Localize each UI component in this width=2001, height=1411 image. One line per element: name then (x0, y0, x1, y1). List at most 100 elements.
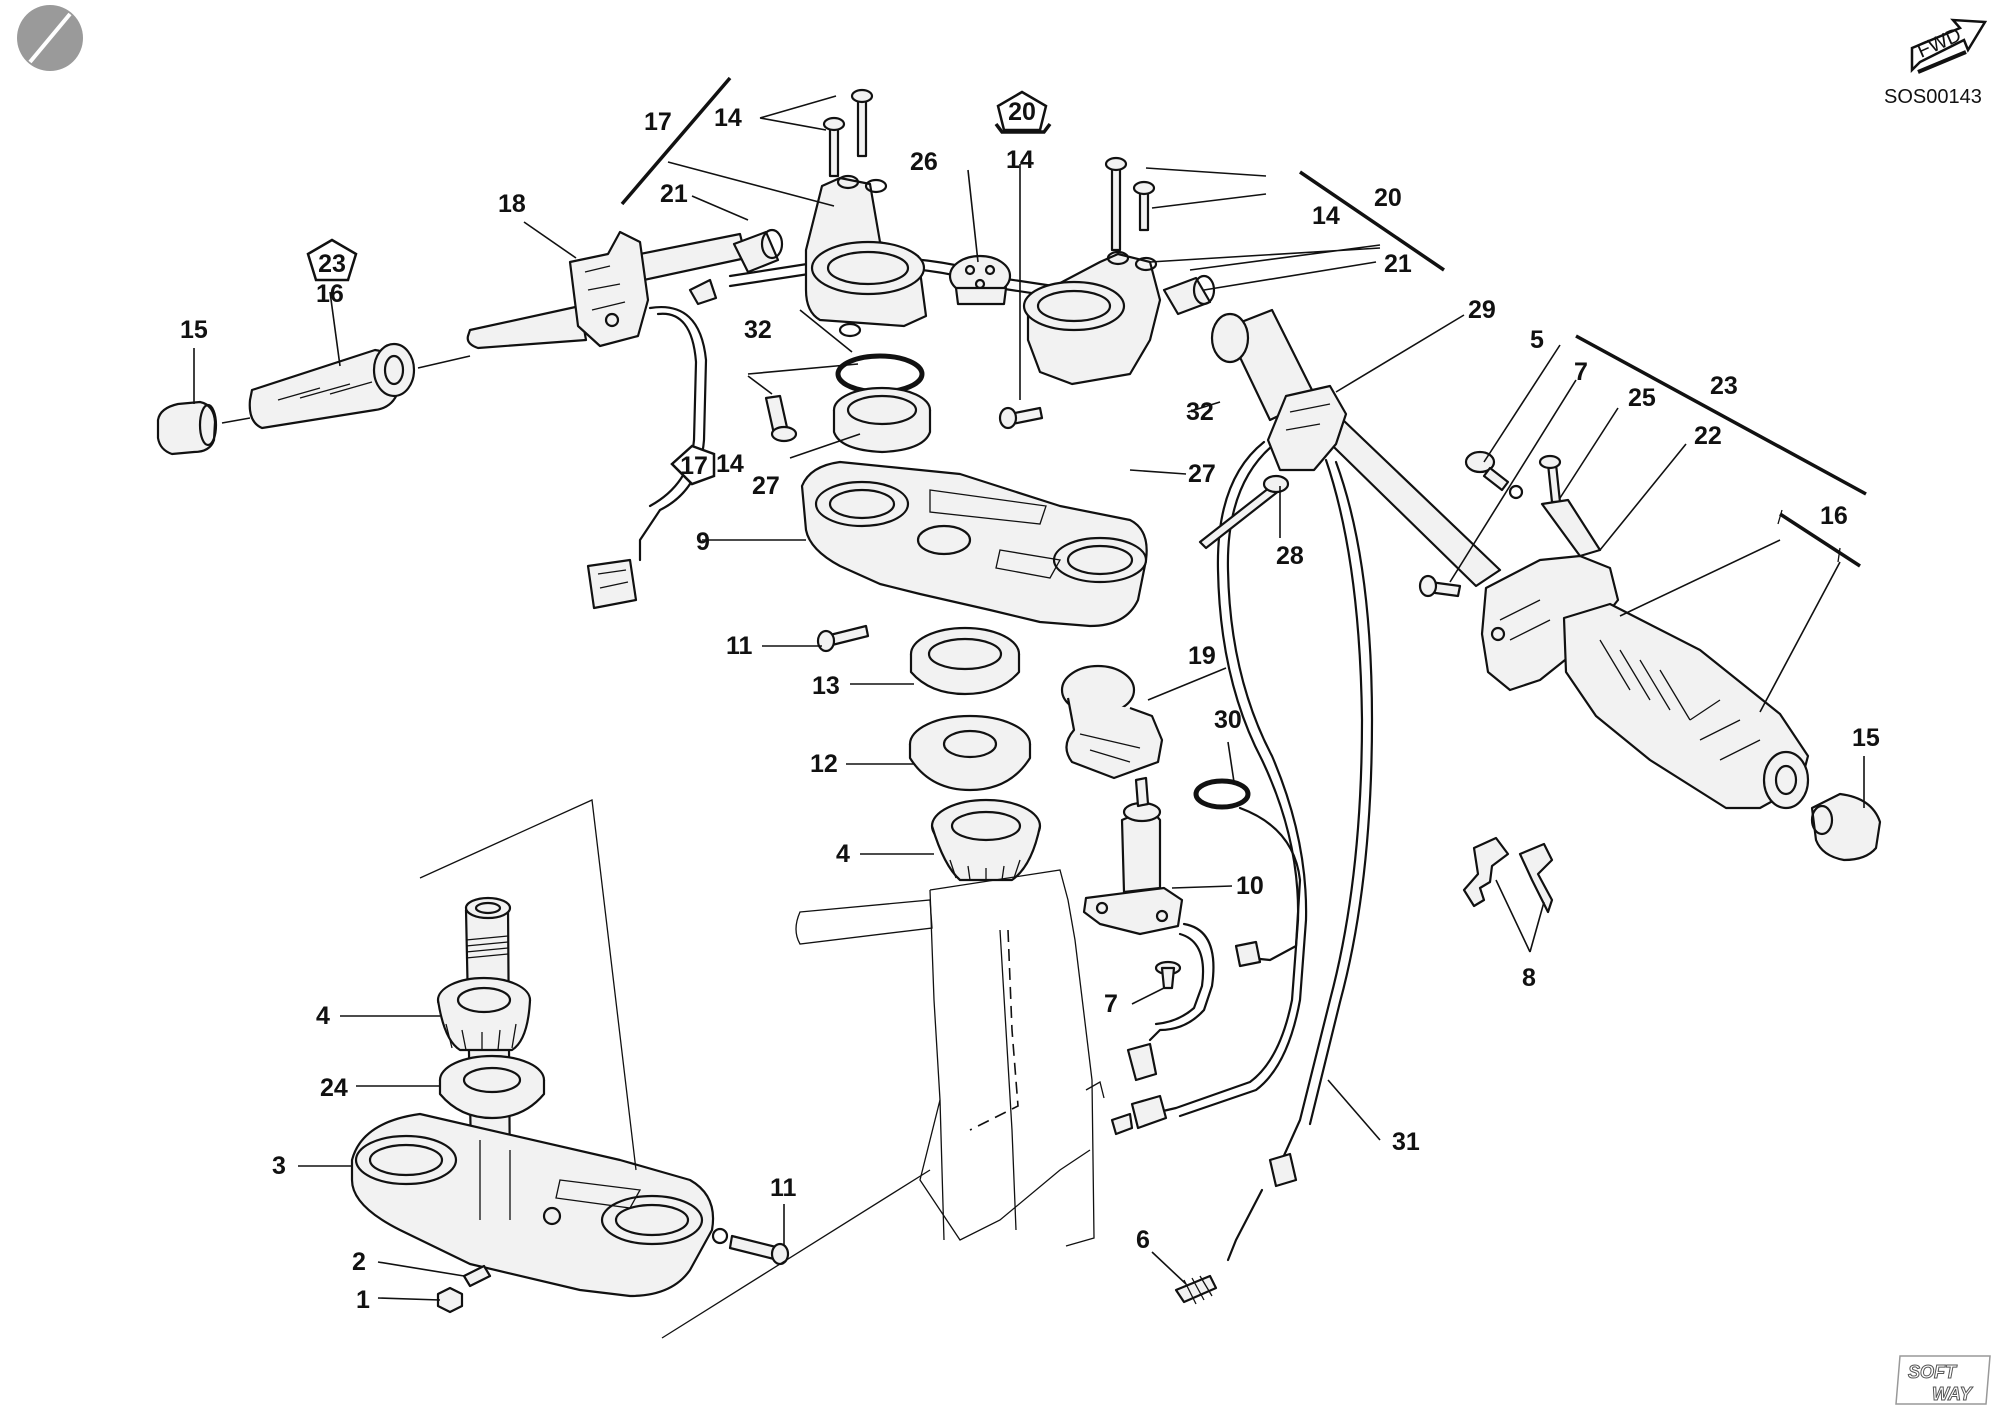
left-clamp-screws (822, 88, 874, 178)
label-3: 3 (272, 1152, 286, 1180)
svg-text:23: 23 (318, 250, 346, 278)
right-bar-cap-small (1162, 274, 1216, 316)
lower-assembly-guide (419, 799, 637, 1171)
ring-nut-13 (909, 626, 1021, 696)
label-14-left-top: 14 (714, 104, 742, 132)
top-yoke-9 (800, 460, 1148, 628)
label-20: 20 (1374, 184, 1402, 212)
label-21-right: 21 (1384, 250, 1412, 278)
svg-text:WAY: WAY (1932, 1384, 1974, 1404)
label-14-right: 14 (1312, 202, 1340, 230)
screw-14-left-lower (764, 394, 798, 443)
pentagon-badge-20: 20 (996, 90, 1048, 132)
svg-text:17: 17 (680, 452, 708, 480)
right-switch-housing-29 (1266, 384, 1348, 472)
bolt-11-upper (816, 624, 870, 653)
pentagon-badge-23: 23 (306, 238, 358, 282)
label-19: 19 (1188, 642, 1216, 670)
drawing-code: SOS00143 (1884, 86, 1982, 108)
label-22: 22 (1694, 422, 1722, 450)
label-31: 31 (1392, 1128, 1420, 1156)
corner-dot-icon (17, 5, 83, 71)
label-2: 2 (352, 1248, 366, 1276)
label-9: 9 (696, 528, 710, 556)
bracket-17 (620, 76, 732, 206)
label-25: 25 (1628, 384, 1656, 412)
left-end-cap (156, 400, 218, 456)
clutch-cable-adjuster-5 (1464, 450, 1524, 500)
ignition-wiring (1126, 922, 1215, 1082)
label-32-left: 32 (744, 316, 772, 344)
svg-text:SOFT: SOFT (1908, 1362, 1958, 1382)
label-21-left: 21 (660, 180, 688, 208)
bolt-28 (1198, 474, 1290, 550)
label-16-right: 16 (1820, 502, 1848, 530)
label-29: 29 (1468, 296, 1496, 324)
label-30: 30 (1214, 706, 1242, 734)
steering-nut-26 (948, 254, 1012, 306)
bottom-yoke-3 (350, 1112, 729, 1298)
label-11-upper: 11 (726, 632, 753, 660)
nut-1 (436, 1286, 464, 1314)
label-27-right: 27 (1188, 460, 1216, 488)
clutch-cable-28 (1110, 440, 1308, 1136)
label-5: 5 (1530, 326, 1544, 354)
left-grip (248, 342, 416, 430)
right-handlebar-tube (1210, 308, 1502, 588)
label-32-right: 32 (1186, 398, 1214, 426)
pinch-bolt-11-lower (728, 1234, 790, 1266)
label-14-left-lower: 14 (716, 450, 744, 478)
left-switch-wiring (586, 305, 708, 610)
bearing-4-upper (930, 798, 1042, 882)
brand-mark-icon: SOFT WAY (1895, 1355, 1991, 1405)
pentagon-badge-17: 17 (670, 444, 716, 486)
screw-14-yoke (998, 406, 1044, 430)
frame-head-tube (795, 869, 1105, 1247)
throttle-cable-31 (1226, 458, 1374, 1262)
right-clip-on-clamp (1022, 250, 1162, 386)
grub-screw-2 (462, 1264, 492, 1288)
bracket-20-center (994, 122, 1052, 134)
bushing-27-left (832, 386, 932, 454)
label-27-left: 27 (752, 472, 780, 500)
label-7-right: 7 (1574, 358, 1588, 386)
label-24: 24 (320, 1074, 348, 1102)
label-12: 12 (810, 750, 838, 778)
label-10: 10 (1236, 872, 1264, 900)
label-13: 13 (812, 672, 840, 700)
seal-24 (438, 1054, 546, 1120)
label-6: 6 (1136, 1226, 1150, 1254)
right-grip-16 (1562, 602, 1810, 810)
label-28: 28 (1276, 542, 1304, 570)
keys-8 (1462, 836, 1554, 914)
left-switch-housing (568, 230, 650, 348)
right-clamp-screws (1104, 156, 1156, 252)
bracket-23 (1575, 334, 1867, 496)
leader-lines (193, 95, 1865, 1301)
lock-housing-19 (1060, 664, 1164, 780)
right-end-cap-15 (1810, 792, 1882, 862)
label-14-center: 14 (1006, 146, 1034, 174)
label-8: 8 (1522, 964, 1536, 992)
callout-labels: 1 2 3 4 4 5 6 7 7 8 9 10 11 11 12 13 14 … (180, 104, 1880, 1314)
bracket-16 (1779, 512, 1861, 568)
svg-text:20: 20 (1008, 98, 1036, 126)
bracket-20-right (1299, 170, 1445, 272)
label-18: 18 (498, 190, 526, 218)
label-15-left: 15 (180, 316, 208, 344)
screw-25 (1538, 454, 1562, 504)
label-1: 1 (356, 1286, 370, 1314)
screw-7-right (1418, 574, 1462, 598)
label-4-upper: 4 (836, 840, 850, 868)
label-17: 17 (644, 108, 672, 136)
label-23: 23 (1710, 372, 1738, 400)
fwd-arrow-icon: FWD (1910, 18, 1988, 74)
o-ring-32-left (835, 353, 925, 395)
bearing-4-lower (436, 976, 532, 1052)
label-4-lower: 4 (316, 1002, 330, 1030)
left-bar-cap-small (732, 228, 784, 274)
ignition-switch-10 (1082, 776, 1184, 936)
label-16-left: 16 (316, 280, 344, 308)
ignition-screw-7 (1154, 960, 1182, 990)
